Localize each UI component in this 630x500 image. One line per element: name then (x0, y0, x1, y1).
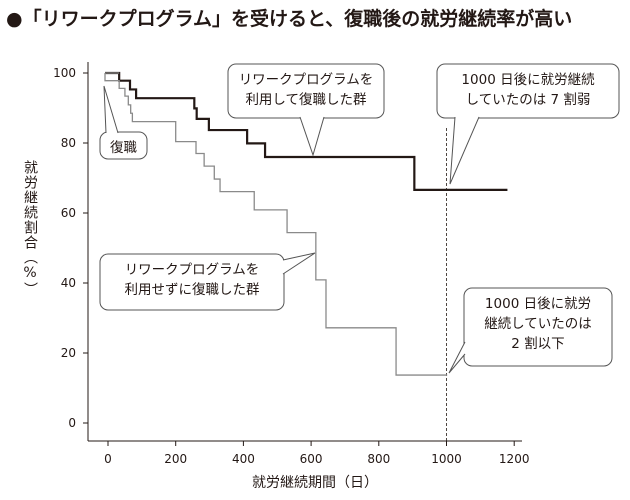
callout-pointer (448, 341, 466, 374)
callout-text: リワークプログラムを (239, 72, 374, 88)
callout-pointer (449, 116, 480, 185)
callout-text: リワークプログラムを (125, 262, 260, 278)
callout-box (436, 63, 620, 119)
x-tick-label: 0 (104, 452, 112, 466)
callout-text: 1000 日後に就労継続 (461, 72, 595, 88)
callout-pointer (282, 252, 316, 275)
callout-text: 継続していたのは (484, 316, 592, 332)
x-tick-label: 400 (232, 452, 255, 466)
x-tick-label: 200 (164, 452, 187, 466)
callout-box (99, 253, 285, 311)
y-tick-label: 60 (61, 206, 76, 220)
x-tick-label: 800 (367, 452, 390, 466)
callout-pointer (299, 116, 325, 157)
chart-title: ●「リワークプログラム」を受けると、復職後の就労継続率が高い (6, 8, 573, 30)
y-axis-label: 就労継続割合（%） (22, 160, 38, 297)
y-tick-label: 100 (53, 66, 76, 80)
series-lines (104, 71, 508, 376)
callout-text: 利用せずに復職した群 (125, 281, 260, 298)
callout-return: 復職 (99, 85, 148, 160)
axes (83, 62, 522, 446)
tick-labels: 0 200 400 600 800 1000 1200 0 20 40 60 80 100 (53, 66, 529, 466)
x-axis-label: 就労継続期間（日） (252, 474, 378, 491)
callout-text: 復職 (110, 139, 137, 156)
x-tick-label: 600 (300, 452, 323, 466)
callout-box (99, 131, 148, 160)
x-tick-label: 1000 (431, 452, 462, 466)
y-tick-label: 0 (68, 416, 76, 430)
callout-box (463, 287, 613, 367)
callout-text: 利用して復職した群 (245, 91, 367, 108)
y-tick-label: 40 (61, 276, 76, 290)
x-tick-label: 1200 (499, 452, 530, 466)
callout-text: していたのは 7 割弱 (466, 91, 591, 108)
y-tick-label: 20 (61, 346, 76, 360)
callout-text: 1000 日後に就労 (485, 296, 591, 312)
y-tick-label: 80 (61, 136, 76, 150)
callout-pointer (103, 85, 119, 134)
series-with-program (105, 71, 508, 191)
callout-text: 2 割以下 (511, 335, 564, 352)
series-without-program (104, 72, 448, 376)
